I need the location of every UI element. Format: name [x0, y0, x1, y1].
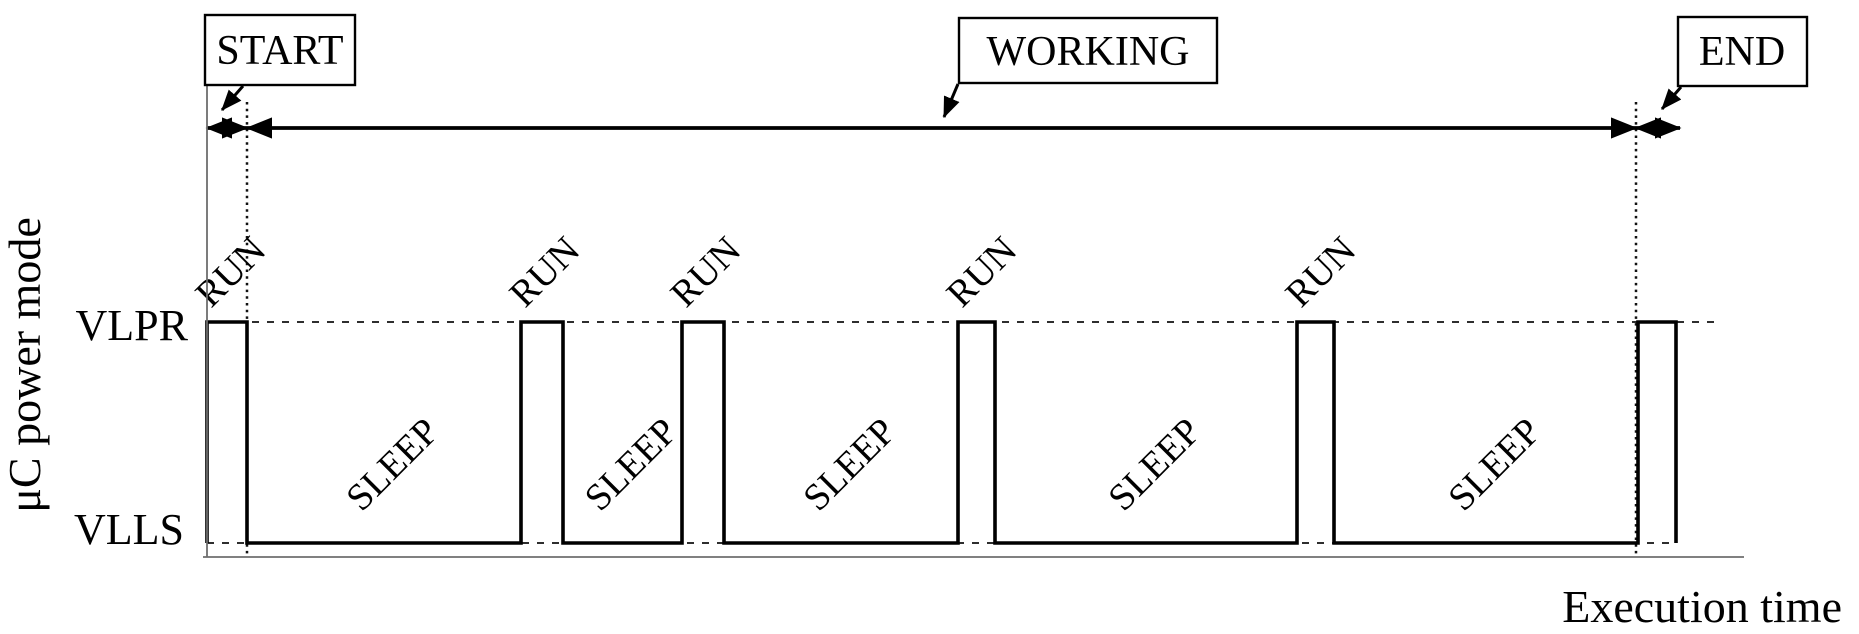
sleep-label: SLEEP	[1440, 410, 1549, 519]
callout-working: WORKING	[942, 16, 1219, 119]
sleep-label: SLEEP	[577, 410, 686, 519]
run-label: RUN	[188, 229, 274, 315]
run-label: RUN	[502, 229, 588, 315]
x-axis-title: Execution time	[1562, 581, 1842, 632]
callout-end: END	[1660, 15, 1809, 110]
end-box	[1676, 15, 1809, 88]
start-box-label: START	[216, 28, 343, 74]
run-label: RUN	[1278, 229, 1364, 315]
end-callout-arrow	[1660, 86, 1683, 110]
start-callout-arrow	[220, 85, 245, 111]
y-axis-title: μC power mode	[0, 217, 50, 513]
generated-waveform-layer: RUN RUN RUN RUN RUN SLEEP SLEEP SLEEP SLEEP SLEEP	[188, 102, 1714, 557]
power-mode-waveform	[205, 320, 1678, 545]
working-box	[957, 16, 1219, 85]
sleep-label: SLEEP	[338, 410, 447, 519]
working-callout-arrow	[942, 83, 960, 119]
run-label: RUN	[939, 229, 1025, 315]
run-label: RUN	[663, 229, 749, 315]
end-box-label: END	[1699, 29, 1785, 75]
working-box-label: WORKING	[987, 29, 1190, 75]
tick-label-vlls: VLLS	[74, 505, 184, 554]
start-box	[203, 13, 357, 87]
sleep-label: SLEEP	[795, 410, 904, 519]
sleep-label: SLEEP	[1100, 410, 1209, 519]
tick-label-vlpr: VLPR	[76, 301, 189, 350]
callout-start: START	[203, 13, 357, 111]
